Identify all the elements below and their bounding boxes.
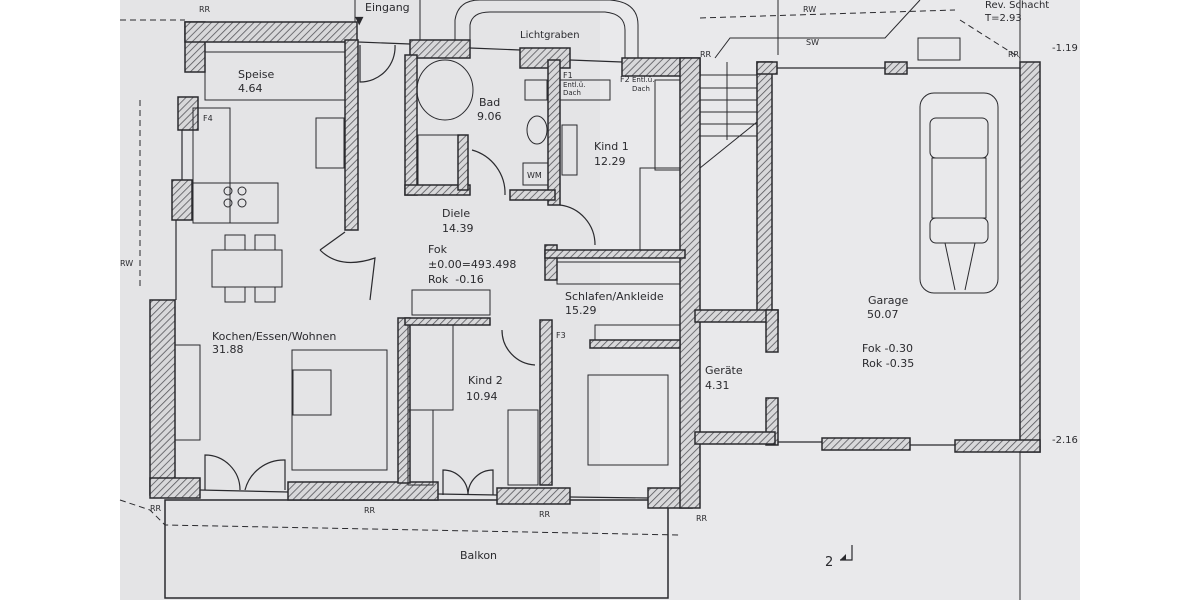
room-area-schlafen: 15.29: [565, 304, 597, 317]
window-f2: F2: [620, 75, 630, 84]
entrance-arrow-icon: ▼: [355, 14, 364, 27]
room-name-schlafen: Schlafen/Ankleide: [565, 290, 664, 303]
room-name-kochen: Kochen/Essen/Wohnen: [212, 330, 336, 343]
labels: Eingang ▼ Lichtgraben Speise 4.64 Bad 9.…: [120, 0, 1078, 570]
room-area-kind2: 10.94: [466, 390, 498, 403]
rr-label: RR: [696, 514, 708, 523]
room-area-diele: 14.39: [442, 222, 474, 235]
stairs: [699, 62, 758, 169]
rr-label: RR: [1008, 50, 1020, 59]
room-area-speise: 4.64: [238, 82, 263, 95]
rr-label: RR: [199, 5, 211, 14]
garage-rok: Rok -0.35: [862, 357, 914, 370]
window-f1-note2: Dach: [563, 89, 581, 97]
windows-and-openings: [175, 41, 1020, 499]
elevation-bottom-right: -2.16: [1052, 435, 1078, 446]
window-f3: F3: [556, 331, 566, 340]
light-well-label: Lichtgraben: [520, 30, 580, 41]
room-name-kind2: Kind 2: [468, 374, 503, 387]
walls: [149, 21, 1041, 509]
rr-label: RR: [364, 506, 376, 515]
window-f2-note: Entl.ü.: [632, 76, 654, 84]
room-name-bad: Bad: [479, 96, 500, 109]
room-area-geraete: 4.31: [705, 379, 730, 392]
window-f2-note2: Dach: [632, 85, 650, 93]
washing-machine-label: WM: [527, 171, 542, 180]
room-name-speise: Speise: [238, 68, 275, 81]
rr-label: RR: [539, 510, 551, 519]
room-area-bad: 9.06: [477, 110, 502, 123]
rw-label: RW: [803, 5, 816, 14]
rw-label: RW: [120, 259, 133, 268]
window-f1: F1: [563, 71, 573, 80]
rr-label: RR: [150, 504, 162, 513]
drain-lines: [119, 9, 1021, 536]
elevation-top-right: -1.19: [1052, 43, 1078, 54]
diele-fok-value: ±0.00=493.498: [428, 258, 516, 271]
room-name-kind1: Kind 1: [594, 140, 629, 153]
car-icon: [919, 92, 999, 294]
room-area-kochen: 31.88: [212, 343, 244, 356]
paper-fold: [600, 0, 1080, 600]
room-area-garage: 50.07: [867, 308, 899, 321]
sw-label: SW: [806, 38, 819, 47]
section-marker: 2: [825, 555, 833, 570]
entrance-label: Eingang: [365, 1, 410, 14]
diele-fok-label: Fok: [428, 243, 448, 256]
room-name-balkon: Balkon: [460, 549, 497, 562]
window-f1-note: Entl.ü.: [563, 81, 585, 89]
room-area-kind1: 12.29: [594, 155, 626, 168]
diele-rok-value: Rok -0.16: [428, 273, 484, 286]
shaft-label: Rev. Schacht: [985, 0, 1049, 11]
rr-label: RR: [700, 50, 712, 59]
section-arrowhead-icon: [840, 554, 846, 560]
room-name-geraete: Geräte: [705, 364, 743, 377]
garage-fok: Fok -0.30: [862, 342, 913, 355]
window-f4: F4: [203, 114, 213, 123]
room-name-garage: Garage: [868, 294, 909, 307]
furniture: [174, 51, 999, 486]
room-name-diele: Diele: [442, 207, 470, 220]
shaft-depth: T=2.93: [984, 13, 1022, 24]
